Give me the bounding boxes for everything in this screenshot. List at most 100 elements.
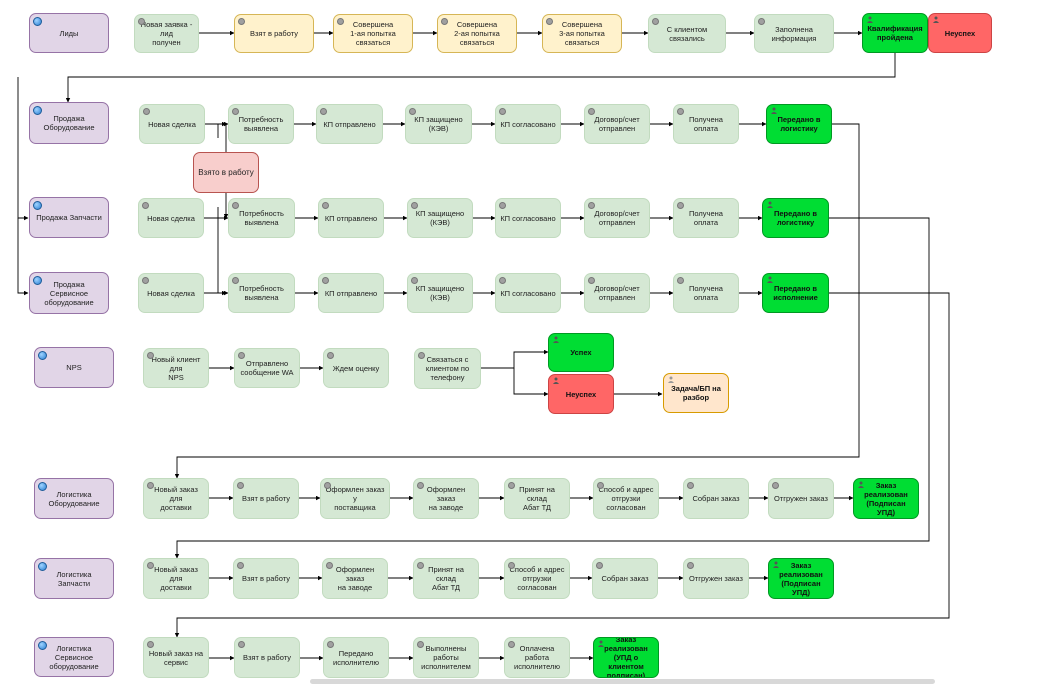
- nps-step-review-task[interactable]: Задача/БП на разбор: [663, 373, 729, 413]
- gear-icon: [499, 202, 506, 209]
- ss-step-to-execution[interactable]: Передано в исполнение: [762, 273, 829, 313]
- se-step-need-found[interactable]: Потребность выявлена: [228, 104, 294, 144]
- people-icon: [866, 16, 874, 23]
- lp-step-order-shipped[interactable]: Отгружен заказ: [683, 558, 749, 599]
- leads-step-new-request[interactable]: Новая заявка - лид получен: [134, 14, 199, 53]
- se-step-to-logistics[interactable]: Передано в логистику: [766, 104, 832, 144]
- sp-step-to-logistics[interactable]: Передано в логистику: [762, 198, 829, 238]
- lp-step-warehouse-received[interactable]: Принят на склад Абат ТД: [413, 558, 479, 599]
- le-step-warehouse-received[interactable]: Принят на склад Абат ТД: [504, 478, 570, 519]
- ss-step-offer-agreed[interactable]: КП согласовано: [495, 273, 561, 313]
- lane-sale-service[interactable]: Продажа Сервисное оборудование: [29, 272, 109, 314]
- lp-step-order-assembled[interactable]: Собран заказ: [592, 558, 658, 599]
- ls-step-new-service-order[interactable]: Новый заказ на сервис: [143, 637, 209, 678]
- edge-qual-to-sale-parts: [17, 77, 29, 221]
- nps-step-waiting-rating[interactable]: Ждем оценку: [323, 348, 389, 388]
- people-icon: [667, 376, 675, 383]
- lane-nps[interactable]: NPS: [34, 347, 114, 388]
- gear-icon: [147, 482, 154, 489]
- leads-step-attempt-2[interactable]: Совершена 2-ая попытка связаться: [437, 14, 517, 53]
- lane-sale-equipment[interactable]: Продажа Оборудование: [29, 102, 109, 144]
- gear-icon: [508, 482, 515, 489]
- leads-step-qualified[interactable]: Квалификация пройдена: [862, 13, 928, 53]
- le-step-order-shipped[interactable]: Отгружен заказ: [768, 478, 834, 519]
- gear-icon: [687, 562, 694, 569]
- edge-qual-to-sale-service: [17, 218, 29, 296]
- lane-log-parts[interactable]: Логистика Запчасти: [34, 558, 114, 599]
- lp-step-shipping-agreed[interactable]: Способ и адрес отгрузки согласован: [504, 558, 570, 599]
- leads-step-taken[interactable]: Взят в работу: [234, 14, 314, 53]
- edge-ss-to-log-service: [174, 292, 950, 638]
- nps-step-new-client[interactable]: Новый клиент для NPS: [143, 348, 209, 388]
- le-step-order-completed[interactable]: Заказ реализован (Подписан УПД): [853, 478, 919, 519]
- leads-step-attempt-3[interactable]: Совершена 3-ая попытка связаться: [542, 14, 622, 53]
- le-step-shipping-agreed[interactable]: Способ и адрес отгрузки согласован: [593, 478, 659, 519]
- lp-step-new-order[interactable]: Новый заказ для доставки: [143, 558, 209, 599]
- ss-step-offer-defended[interactable]: КП защищено (КЭВ): [407, 273, 473, 313]
- ss-step-contract-sent[interactable]: Договор/счет отправлен: [584, 273, 650, 313]
- gear-icon: [677, 277, 684, 284]
- nps-step-success[interactable]: Успех: [548, 333, 614, 372]
- gear-icon: [142, 277, 149, 284]
- lane-label: Логистика Запчасти: [56, 569, 92, 588]
- sp-step-offer-defended[interactable]: КП защищено (КЭВ): [407, 198, 473, 238]
- se-step-offer-defended[interactable]: КП защищено (КЭВ): [405, 104, 472, 144]
- gear-icon: [142, 202, 149, 209]
- leads-step-attempt-1[interactable]: Совершена 1-ая попытка связаться: [333, 14, 413, 53]
- lp-step-order-completed[interactable]: Заказ реализован (Подписан УПД): [768, 558, 834, 599]
- le-step-factory-order[interactable]: Оформлен заказ на заводе: [413, 478, 479, 519]
- ss-step-payment-received[interactable]: Получена оплата: [673, 273, 739, 313]
- gear-icon: [687, 482, 694, 489]
- le-step-new-order[interactable]: Новый заказ для доставки: [143, 478, 209, 519]
- se-step-offer-agreed[interactable]: КП согласовано: [495, 104, 561, 144]
- ss-step-need-found[interactable]: Потребность выявлена: [228, 273, 295, 313]
- sp-step-payment-received[interactable]: Получена оплата: [673, 198, 739, 238]
- lane-label: Продажа Сервисное оборудование: [44, 279, 94, 307]
- lane-sale-parts[interactable]: Продажа Запчасти: [29, 197, 109, 238]
- lp-step-factory-order[interactable]: Оформлен заказ на заводе: [322, 558, 388, 599]
- globe-icon: [33, 17, 42, 26]
- ls-step-order-completed[interactable]: Заказ реализован (УПД о клиентом подписа…: [593, 637, 659, 678]
- gear-icon: [237, 482, 244, 489]
- lane-label: Логистика Оборудование: [48, 489, 100, 508]
- le-step-supplier-order[interactable]: Оформлен заказ у поставщика: [320, 478, 390, 519]
- leads-step-info-filled[interactable]: Заполнена информация: [754, 14, 834, 53]
- sp-step-contract-sent[interactable]: Договор/счет отправлен: [584, 198, 650, 238]
- gear-icon: [147, 641, 154, 648]
- ls-step-taken[interactable]: Взят в работу: [234, 637, 300, 678]
- gear-icon: [441, 18, 448, 25]
- se-step-payment-received[interactable]: Получена оплата: [673, 104, 739, 144]
- lp-step-taken[interactable]: Взят в работу: [233, 558, 299, 599]
- gear-icon: [232, 202, 239, 209]
- gear-icon: [417, 482, 424, 489]
- gear-icon: [588, 108, 595, 115]
- sp-step-offer-sent[interactable]: КП отправлено: [318, 198, 384, 238]
- lane-label: NPS: [66, 363, 82, 372]
- lane-leads[interactable]: Лиды: [29, 13, 109, 53]
- nps-step-wa-sent[interactable]: Отправлено сообщение WA: [234, 348, 300, 388]
- ls-step-executor-paid[interactable]: Оплачена работа исполнителю: [504, 637, 570, 678]
- ls-step-work-done[interactable]: Выполнены работы исполнителем: [413, 637, 479, 678]
- nps-step-failure[interactable]: Неуспех: [548, 374, 614, 414]
- se-step-contract-sent[interactable]: Договор/счет отправлен: [584, 104, 650, 144]
- people-icon: [766, 276, 774, 283]
- ss-step-new-deal[interactable]: Новая сделка: [138, 273, 204, 313]
- sp-step-offer-agreed[interactable]: КП согласовано: [495, 198, 561, 238]
- se-step-offer-sent[interactable]: КП отправлено: [316, 104, 383, 144]
- lane-log-equipment[interactable]: Логистика Оборудование: [34, 478, 114, 519]
- ls-step-to-executor[interactable]: Передано исполнителю: [323, 637, 389, 678]
- lane-log-service[interactable]: Логистика Сервисное оборудование: [34, 637, 114, 677]
- sale-taken-in-work[interactable]: Взято в работу: [193, 152, 259, 193]
- le-step-taken[interactable]: Взят в работу: [233, 478, 299, 519]
- nps-step-call-client[interactable]: Связаться с клиентом по телефону: [414, 348, 481, 389]
- sp-step-new-deal[interactable]: Новая сделка: [138, 198, 204, 238]
- le-step-order-assembled[interactable]: Собран заказ: [683, 478, 749, 519]
- horizontal-scrollbar[interactable]: [310, 679, 935, 684]
- ss-step-offer-sent[interactable]: КП отправлено: [318, 273, 384, 313]
- se-step-new-deal[interactable]: Новая сделка: [139, 104, 205, 144]
- lane-label: Продажа Оборудование: [43, 114, 95, 132]
- leads-step-failure[interactable]: Неуспех: [928, 13, 992, 53]
- leads-step-contacted[interactable]: С клиентом связались: [648, 14, 726, 53]
- sp-step-need-found[interactable]: Потребность выявлена: [228, 198, 295, 238]
- gear-icon: [596, 562, 603, 569]
